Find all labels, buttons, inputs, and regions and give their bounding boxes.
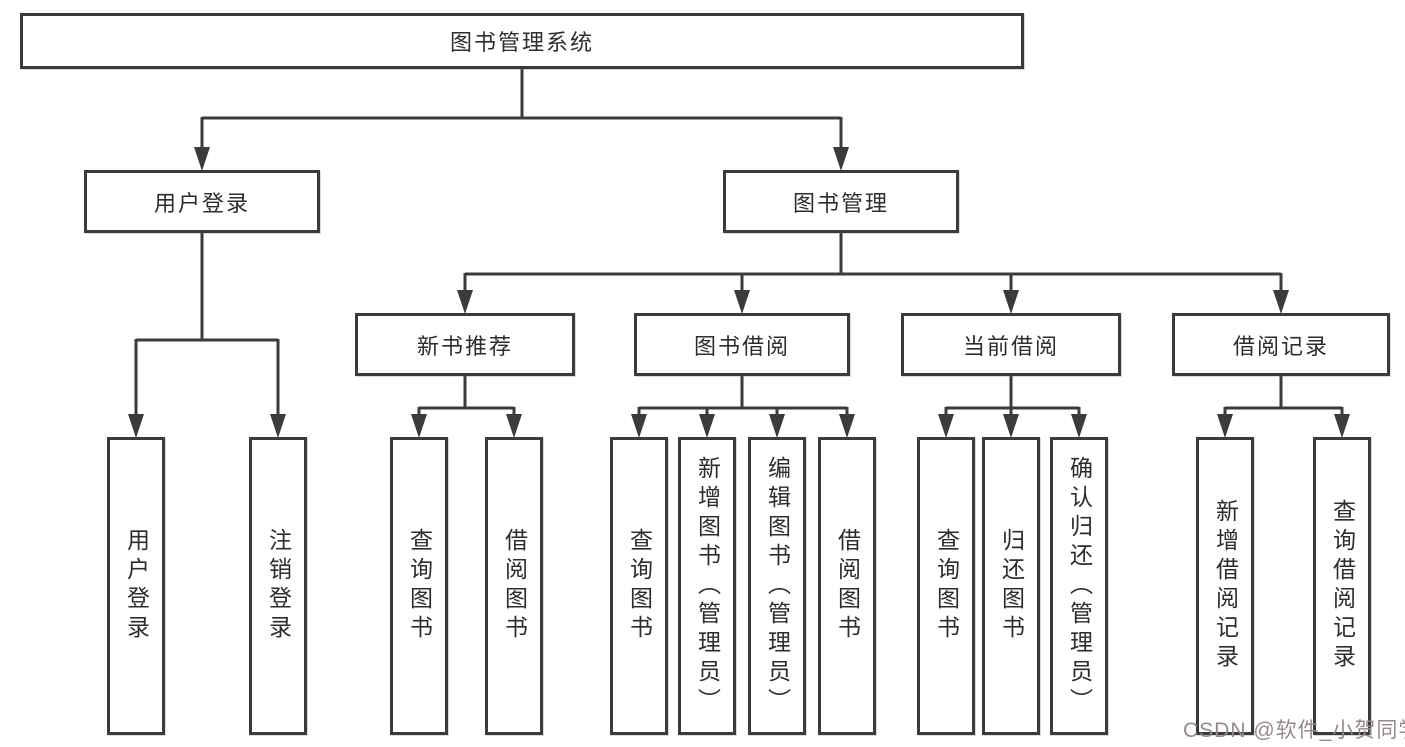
node-user-login-group: 用户登录	[84, 170, 320, 233]
csdn-watermark: CSDN @软件_小贺同学	[1183, 719, 1405, 742]
node-book-borrowing: 图书借阅	[634, 313, 850, 376]
leaf-query-borrow-record: 查询借阅记录	[1313, 437, 1371, 735]
node-label: 查询图书	[933, 528, 960, 644]
node-current-borrowing: 当前借阅	[901, 313, 1121, 376]
leaf-borrow-books-recommend: 借阅图书	[485, 437, 543, 735]
leaf-edit-books-admin: 编辑图书（管理员）	[748, 437, 806, 735]
node-label: 借阅记录	[1232, 333, 1329, 359]
leaf-user-login: 用户登录	[107, 437, 165, 735]
node-label: 用户登录	[123, 528, 150, 644]
node-book-management: 图书管理	[723, 170, 959, 233]
node-label: 借阅图书	[834, 528, 861, 644]
node-label: 新书推荐	[416, 333, 513, 359]
node-label: 查询图书	[406, 528, 433, 644]
node-label: 新增借阅记录	[1212, 499, 1239, 673]
node-label: 用户登录	[153, 190, 250, 216]
leaf-add-books-admin: 新增图书（管理员）	[678, 437, 736, 735]
node-label: 借阅图书	[501, 528, 528, 644]
node-new-book-recommend: 新书推荐	[355, 313, 575, 376]
node-label: 当前借阅	[962, 333, 1059, 359]
node-label: 新增图书（管理员）	[694, 455, 721, 717]
node-label: 注销登录	[265, 528, 292, 644]
node-label: 查询借阅记录	[1329, 499, 1356, 673]
leaf-return-books: 归还图书	[982, 437, 1040, 735]
node-label: 归还图书	[998, 528, 1025, 644]
node-label: 确认归还（管理员）	[1066, 455, 1093, 717]
leaf-confirm-return-admin: 确认归还（管理员）	[1050, 437, 1108, 735]
node-label: 查询图书	[626, 528, 653, 644]
leaf-borrow-books: 借阅图书	[818, 437, 876, 735]
leaf-query-books-current: 查询图书	[917, 437, 975, 735]
leaf-query-books-recommend: 查询图书	[390, 437, 448, 735]
leaf-query-books-borrowing: 查询图书	[610, 437, 668, 735]
node-root: 图书管理系统	[20, 13, 1024, 69]
leaf-add-borrow-record: 新增借阅记录	[1196, 437, 1254, 735]
leaf-logout: 注销登录	[249, 437, 307, 735]
node-label: 编辑图书（管理员）	[764, 455, 791, 717]
node-label: 图书借阅	[693, 333, 790, 359]
node-borrowing-records: 借阅记录	[1172, 313, 1390, 376]
node-label: 图书管理系统	[449, 30, 594, 55]
node-label: 图书管理	[792, 190, 889, 216]
